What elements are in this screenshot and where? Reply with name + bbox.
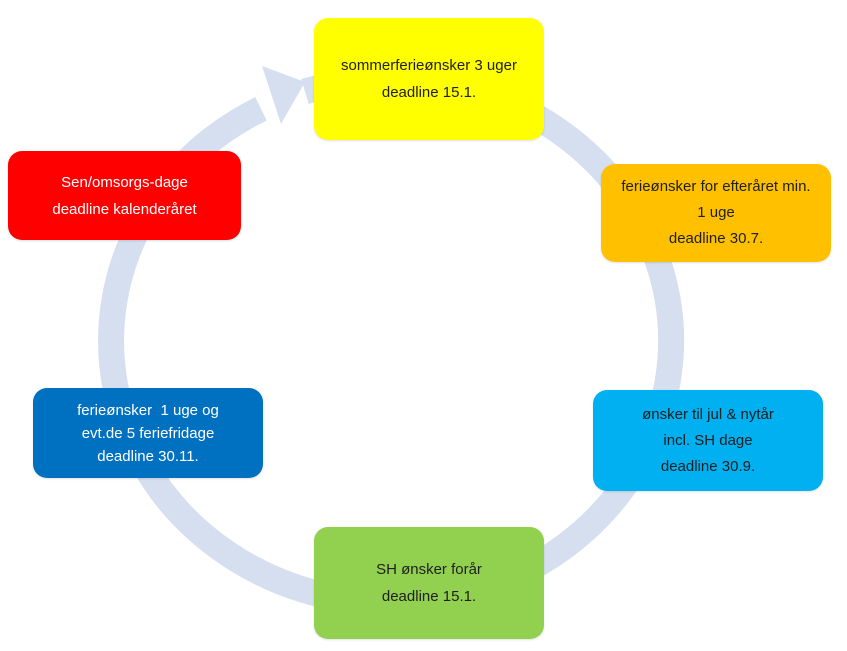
senior-line-1: Sen/omsorgs-dage [61, 173, 188, 191]
cycle-arrowhead [262, 66, 305, 124]
summer-line-1: sommerferieønsker 3 uger [341, 57, 517, 74]
summer-vacation-box: sommerferieønsker 3 uger deadline 15.1. [314, 18, 544, 140]
week-line-2: evt.de 5 feriefridage [81, 424, 215, 442]
one-week-vacation-box: ferieønsker 1 uge og evt.de 5 feriefrida… [33, 388, 263, 478]
christmas-newyear-box: ønsker til jul & nytår incl. SH dage dea… [593, 390, 823, 491]
spring-sh-box: SH ønsker forår deadline 15.1. [314, 527, 544, 639]
autumn-line-3: deadline 30.7. [668, 230, 764, 247]
autumn-vacation-box: ferieønsker for efteråret min. 1 uge dea… [601, 164, 831, 262]
christmas-line-1: ønsker til jul & nytår [642, 405, 774, 423]
christmas-line-3: deadline 30.9. [660, 457, 756, 475]
spring-line-2: deadline 15.1. [381, 588, 477, 605]
week-line-3: deadline 30.11. [97, 447, 199, 465]
senior-care-days-box: Sen/omsorgs-dage deadline kalenderåret [8, 151, 241, 240]
autumn-line-1: ferieønsker for efteråret min. [621, 178, 811, 195]
week-line-1: ferieønsker 1 uge og [77, 401, 219, 419]
autumn-line-2: 1 uge [697, 204, 735, 221]
christmas-line-2: incl. SH dage [663, 431, 753, 449]
summer-line-2: deadline 15.1. [381, 84, 477, 101]
senior-line-2: deadline kalenderåret [52, 200, 197, 218]
spring-line-1: SH ønsker forår [376, 561, 482, 578]
